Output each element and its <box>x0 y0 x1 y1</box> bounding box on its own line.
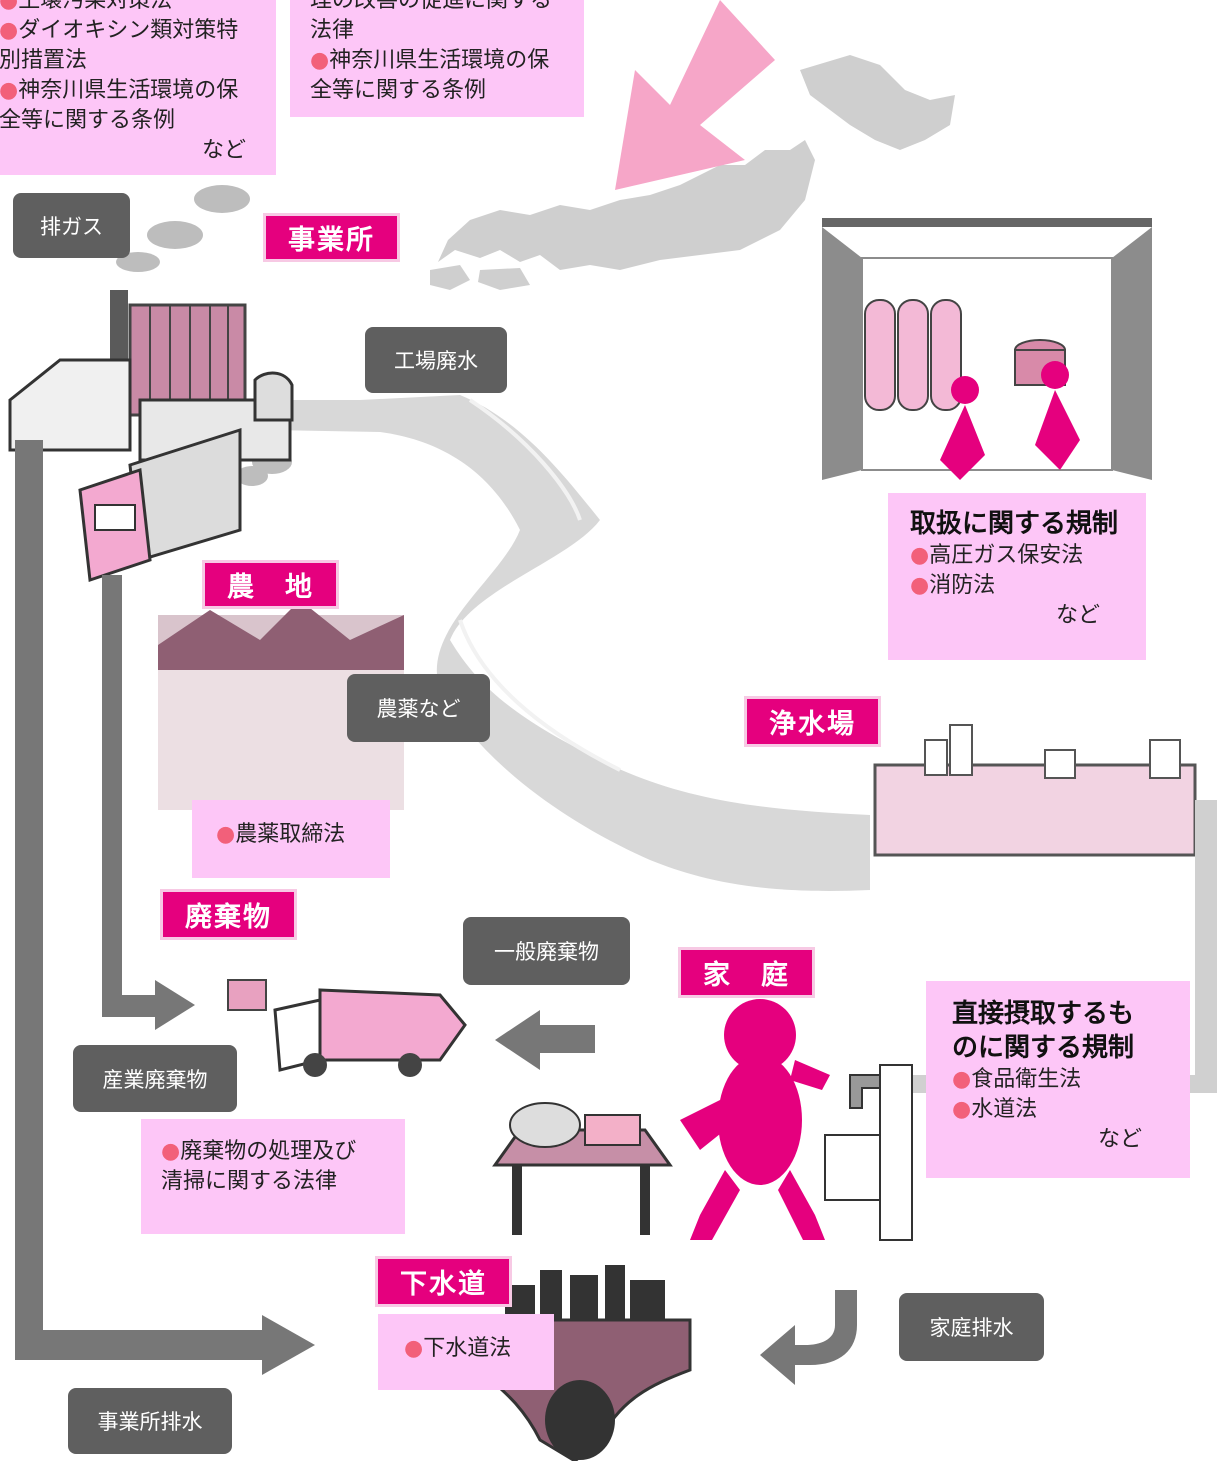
japan-map <box>430 55 955 290</box>
tag-sewer: 下水道 <box>378 1259 509 1304</box>
law-box-sewer: ●下水道法 <box>378 1314 554 1390</box>
tag-waste: 廃棄物 <box>163 892 294 937</box>
storage-room-icon <box>822 218 1152 480</box>
person-icon <box>680 999 830 1240</box>
tag-pesticides: 農薬など <box>347 674 490 742</box>
river-icon <box>270 395 870 891</box>
tag-factory-wastewater: 工場廃水 <box>365 327 507 393</box>
flow-arrow-icon <box>15 440 857 1385</box>
faucet-icon <box>824 1064 913 1241</box>
law-box-heading: のに関する規制 <box>952 1033 1135 1063</box>
tag-household-wastewater: 家庭排水 <box>899 1293 1044 1361</box>
etc-label: など <box>201 138 246 163</box>
tag-water-plant: 浄水場 <box>747 699 878 744</box>
tag-industrial-waste: 産業廃棄物 <box>73 1045 237 1112</box>
law-box-heading: 直接摂取するも <box>952 999 1135 1029</box>
law-item: ●水道法 <box>952 1097 1038 1122</box>
law-box-top-center: 理の改善の促進に関する 法律 ●神奈川県生活環境の保 全等に関する条例 <box>290 0 584 117</box>
law-item: ●ダイオキシン類対策特 <box>0 18 239 43</box>
etc-label: など <box>1097 1127 1142 1152</box>
law-item-continued: 理の改善の促進に関する <box>310 0 553 13</box>
water-plant-icon <box>873 724 1217 857</box>
law-box-waste: ●廃棄物の処理及び 清掃に関する法律 <box>141 1119 405 1234</box>
law-box-agri: ●農薬取締法 <box>192 800 390 878</box>
law-item: ●土壌汚染対策法 <box>0 0 173 13</box>
law-item: ●神奈川県生活環境の保 <box>310 48 550 73</box>
law-item: ●食品衛生法 <box>952 1067 1082 1092</box>
tag-home: 家 庭 <box>681 950 812 995</box>
law-item-continued: 全等に関する条例 <box>310 78 487 103</box>
tag-general-waste: 一般廃棄物 <box>463 917 630 985</box>
law-box-soil-dioxin: ●土壌汚染対策法 ●ダイオキシン類対策特 別措置法 ●神奈川県生活環境の保 全等… <box>0 0 276 175</box>
etc-label: など <box>1055 603 1100 628</box>
law-item: ●神奈川県生活環境の保 <box>0 78 239 103</box>
law-item: ●消防法 <box>910 573 996 598</box>
law-item: ●廃棄物の処理及び <box>161 1139 357 1164</box>
factory-icon <box>8 290 294 462</box>
garbage-truck-icon <box>227 979 467 1077</box>
law-box-heading: 取扱に関する規制 <box>910 509 1119 539</box>
law-item-continued: 清掃に関する法律 <box>161 1169 338 1194</box>
tag-farmland: 農 地 <box>205 563 336 606</box>
law-box-handling: 取扱に関する規制 ●高圧ガス保安法 ●消防法 など <box>888 493 1146 660</box>
food-table-icon <box>492 1102 673 1235</box>
law-item: ●下水道法 <box>404 1336 512 1361</box>
tag-business-wastewater: 事業所排水 <box>68 1388 232 1454</box>
pink-arrow-icon <box>615 0 775 190</box>
truck-icon <box>78 427 242 583</box>
law-box-direct-intake: 直接摂取するも のに関する規制 ●食品衛生法 ●水道法 など <box>926 981 1190 1178</box>
law-item: ●高圧ガス保安法 <box>910 543 1084 568</box>
law-item: ●農薬取締法 <box>216 822 346 847</box>
farmland-scene-icon <box>158 600 404 810</box>
law-item-continued: 全等に関する条例 <box>0 108 176 133</box>
tag-exhaust-gas: 排ガス <box>13 193 130 258</box>
law-item-continued: 別措置法 <box>0 48 88 73</box>
tag-business: 事業所 <box>266 216 397 259</box>
law-item-continued: 法律 <box>310 18 355 43</box>
